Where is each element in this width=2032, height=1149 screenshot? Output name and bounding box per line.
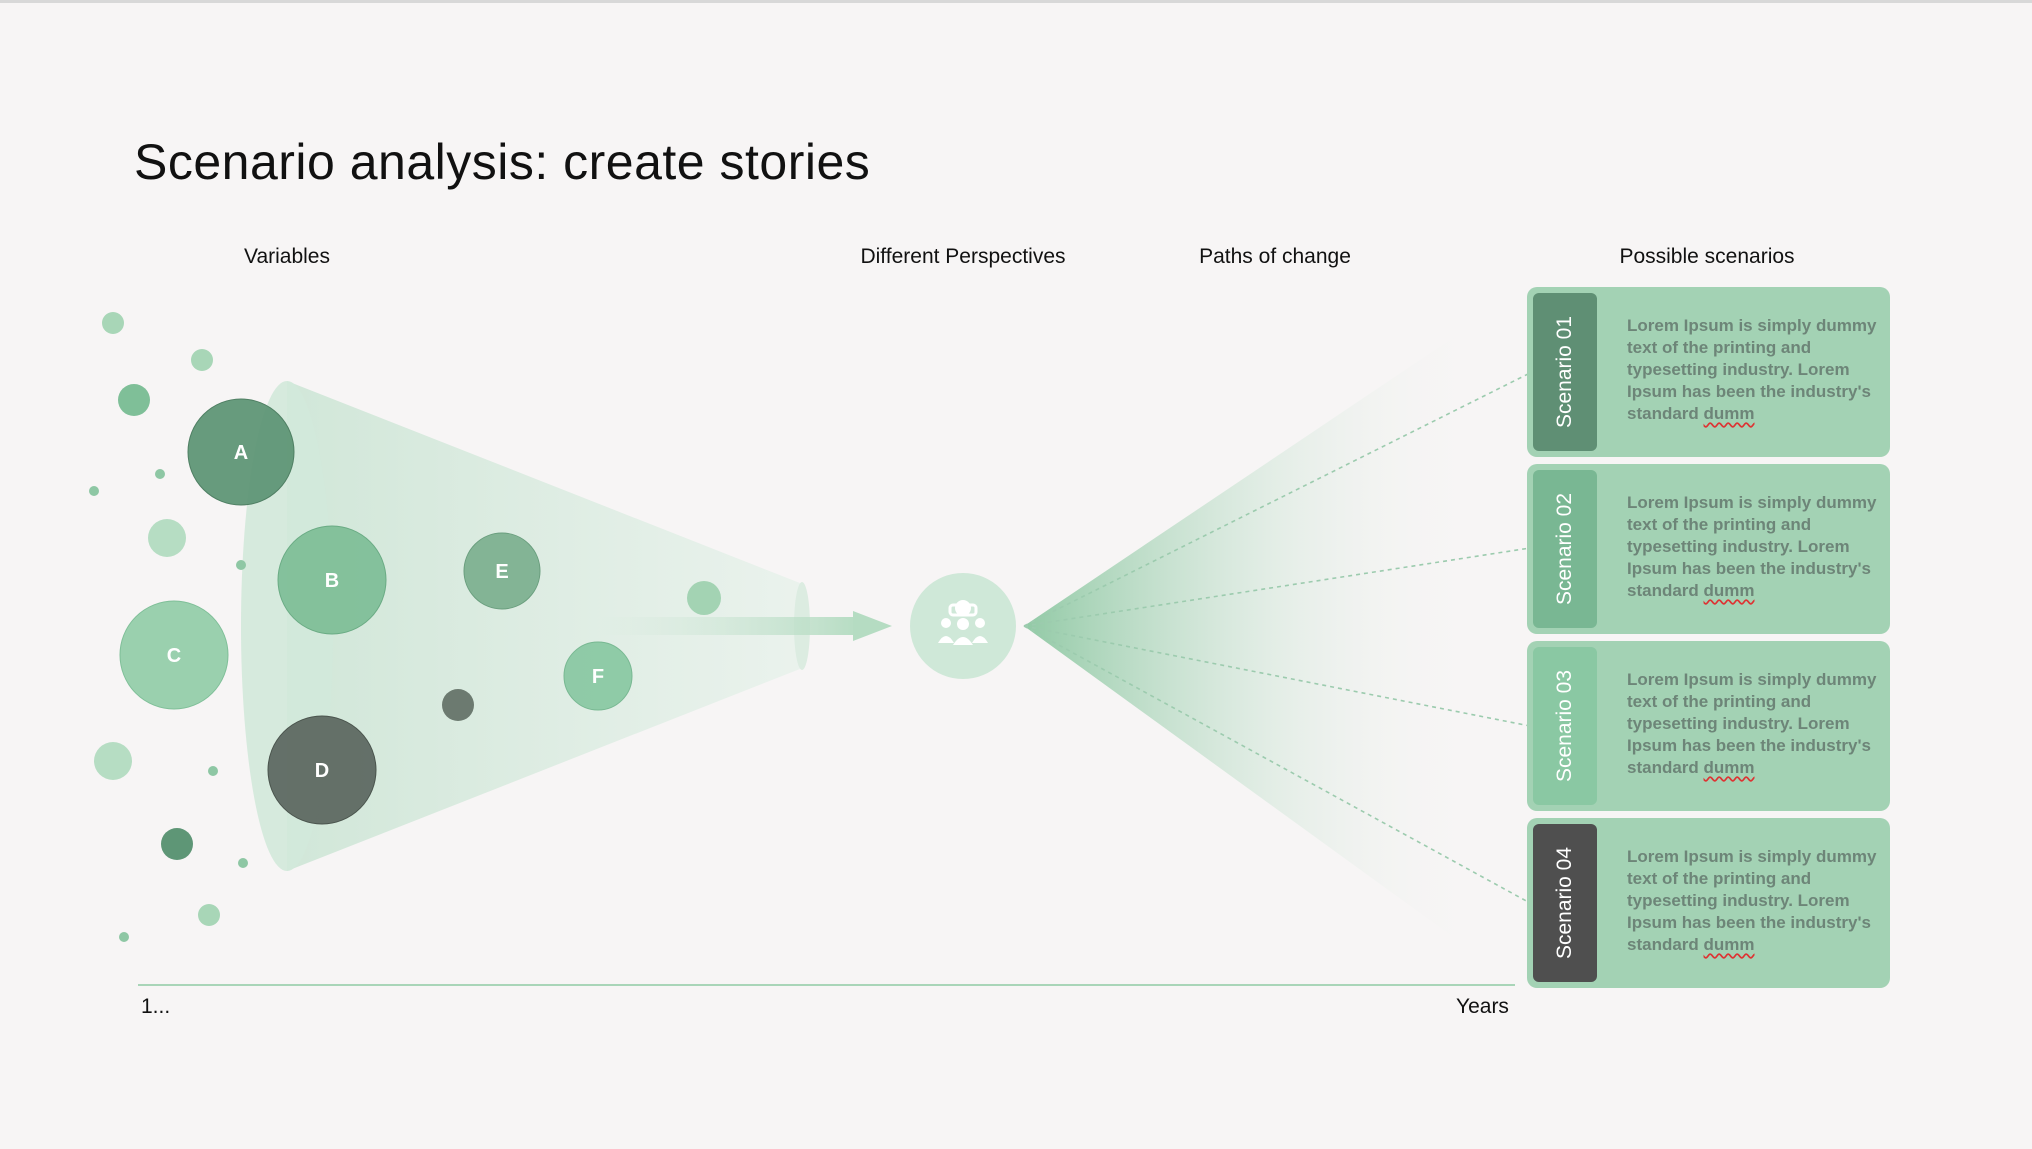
scenario-diagram: A B C D E F bbox=[89, 312, 1531, 986]
path-line-4 bbox=[1023, 625, 1531, 904]
path-line-2 bbox=[1023, 547, 1531, 627]
path-line-1 bbox=[1023, 372, 1531, 627]
scenario-card-2: Scenario 02 Lorem Ipsum is simply dummy … bbox=[1527, 464, 1890, 634]
path-line-3 bbox=[1023, 625, 1531, 727]
scenario-label-3: Scenario 03 bbox=[1553, 669, 1577, 783]
bubble-c bbox=[119, 600, 229, 710]
scenario-label-4: Scenario 04 bbox=[1553, 846, 1577, 960]
bubble-d bbox=[267, 715, 377, 825]
arrow-head bbox=[853, 611, 892, 641]
people-group-icon bbox=[938, 600, 988, 645]
scenario-text-4: Lorem Ipsum is simply dummy text of the … bbox=[1627, 847, 1877, 954]
axis-start-label: 1... bbox=[141, 995, 171, 1018]
scenario-card-1: Scenario 01 Lorem Ipsum is simply dummy … bbox=[1527, 287, 1890, 457]
bubble-e bbox=[463, 532, 541, 610]
paths-fan bbox=[1024, 321, 1478, 955]
funnel-cone bbox=[287, 381, 805, 871]
scatter-dots bbox=[89, 312, 721, 942]
bubble-label-c: C bbox=[167, 645, 181, 667]
scenario-text-1: Lorem Ipsum is simply dummy text of the … bbox=[1627, 316, 1877, 423]
scenario-tag-1: Scenario 01 bbox=[1533, 293, 1597, 451]
axis-end-label: Years bbox=[1456, 995, 1509, 1018]
bubble-a bbox=[187, 398, 295, 506]
scenario-text-3: Lorem Ipsum is simply dummy text of the … bbox=[1627, 670, 1877, 777]
scenario-card-4: Scenario 04 Lorem Ipsum is simply dummy … bbox=[1527, 818, 1890, 988]
bubble-f bbox=[563, 641, 633, 711]
scenario-tag-4: Scenario 04 bbox=[1533, 824, 1597, 982]
bubble-label-e: E bbox=[495, 561, 508, 583]
scenario-tag-3: Scenario 03 bbox=[1533, 647, 1597, 805]
arrow-shaft bbox=[600, 617, 860, 635]
bubble-label-d: D bbox=[315, 760, 329, 782]
bubble-label-b: B bbox=[325, 570, 339, 592]
header-scenarios: Possible scenarios bbox=[1619, 245, 1795, 268]
path-lines bbox=[1023, 372, 1531, 904]
scenario-cards: Scenario 01 Lorem Ipsum is simply dummy … bbox=[1527, 287, 1890, 995]
scenario-label-1: Scenario 01 bbox=[1553, 315, 1577, 429]
header-paths: Paths of change bbox=[1199, 245, 1351, 268]
header-perspectives: Different Perspectives bbox=[860, 245, 1066, 268]
scenario-text-2: Lorem Ipsum is simply dummy text of the … bbox=[1627, 493, 1877, 600]
bubble-b bbox=[277, 525, 387, 635]
header-variables: Variables bbox=[244, 245, 330, 268]
bubble-label-a: A bbox=[234, 442, 248, 464]
scenario-label-2: Scenario 02 bbox=[1553, 492, 1577, 606]
scenario-tag-2: Scenario 02 bbox=[1533, 470, 1597, 628]
scenario-card-3: Scenario 03 Lorem Ipsum is simply dummy … bbox=[1527, 641, 1890, 811]
bubble-label-f: F bbox=[592, 666, 604, 688]
page-title: Scenario analysis: create stories bbox=[134, 134, 871, 190]
